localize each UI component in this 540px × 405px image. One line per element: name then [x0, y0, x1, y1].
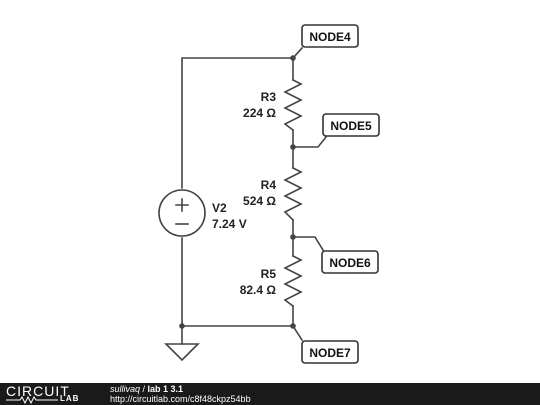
junction-node4 — [290, 55, 296, 61]
junction-node5 — [290, 144, 296, 150]
circuit-breadcrumb: sullivaq / lab 1 3.1 — [110, 384, 251, 394]
schematic-canvas: V2 7.24 V R3 224 Ω R4 524 Ω R5 82.4 Ω NO… — [158, 24, 380, 364]
node5-label: NODE5 — [330, 119, 372, 133]
resistor-r3-symbol — [283, 78, 303, 132]
resistor-r4-symbol — [283, 166, 303, 222]
voltage-source-symbol — [158, 189, 206, 237]
node6-label: NODE6 — [329, 256, 371, 270]
wire-left — [181, 57, 294, 189]
resistor-r3-value: 224 Ω — [243, 106, 276, 120]
circuit-url[interactable]: http://circuitlab.com/c8f48ckpz54bb — [110, 394, 251, 404]
circuit-title[interactable]: lab 1 3.1 — [147, 384, 184, 394]
wire-left-lower — [181, 237, 294, 327]
node5-leader — [292, 135, 328, 148]
circuit-schematic: V2 7.24 V R3 224 Ω R4 524 Ω R5 82.4 Ω NO… — [158, 24, 380, 364]
source-plus — [175, 198, 189, 212]
node5-label-box — [322, 113, 380, 137]
node4-label-box — [301, 24, 359, 48]
circuitlab-logo[interactable]: CIRCUIT LAB — [6, 383, 104, 404]
resistor-r4-name: R4 — [261, 178, 277, 192]
node6-label-box — [321, 250, 379, 274]
node4-label: NODE4 — [309, 30, 351, 44]
resistor-r3-name: R3 — [261, 90, 277, 104]
resistor-logo-icon — [6, 395, 58, 404]
junction-node7 — [290, 323, 296, 329]
resistor-r4-value: 524 Ω — [243, 194, 276, 208]
footer-bar: CIRCUIT LAB sullivaq / lab 1 3.1 http://… — [0, 383, 540, 405]
logo-text-lab: LAB — [60, 394, 80, 403]
node7-label-box — [301, 340, 359, 364]
resistor-r5-value: 82.4 Ω — [240, 283, 277, 297]
circuit-meta: sullivaq / lab 1 3.1 http://circuitlab.c… — [110, 384, 251, 404]
source-name: V2 — [212, 201, 227, 215]
source-value: 7.24 V — [212, 217, 247, 231]
resistor-r5-symbol — [283, 254, 303, 308]
node6-leader — [292, 236, 325, 252]
logo-text-circuit: CIRCUIT — [6, 383, 70, 399]
junction-ground — [179, 323, 185, 329]
ground-symbol — [164, 343, 200, 362]
resistor-r5-name: R5 — [261, 267, 277, 281]
junction-node6 — [290, 234, 296, 240]
node7-label: NODE7 — [309, 346, 351, 360]
breadcrumb-separator: / — [140, 384, 148, 394]
author-link[interactable]: sullivaq — [110, 384, 141, 394]
